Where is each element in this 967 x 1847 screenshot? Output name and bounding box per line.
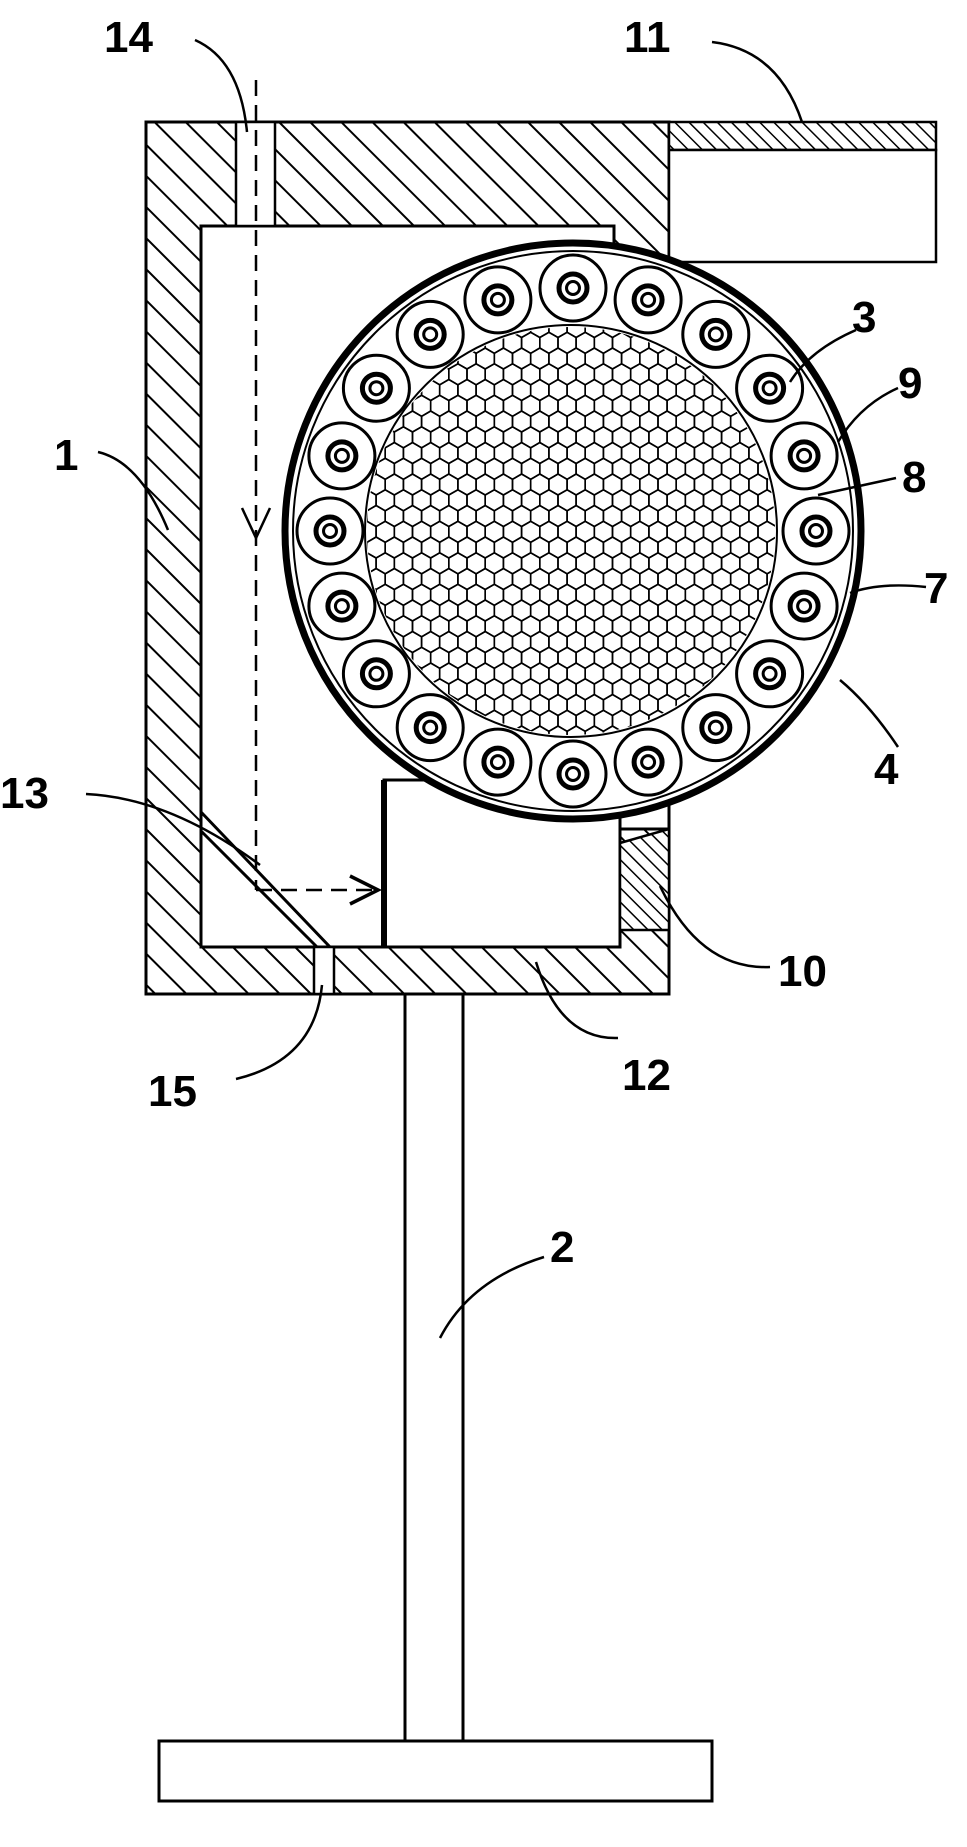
label-1: 1 [54, 431, 78, 480]
honeycomb-core [367, 327, 775, 735]
tube-bore-inner [761, 665, 778, 682]
tube-ring [295, 253, 851, 809]
cover-box [667, 148, 938, 264]
tube-bore-inner [796, 598, 813, 615]
leader-1 [97, 450, 170, 531]
tube-bore-inner [368, 665, 385, 682]
tube-bore-inner [707, 326, 724, 343]
leader-11 [711, 40, 804, 123]
label-4: 4 [874, 745, 899, 794]
leader-13 [85, 792, 261, 867]
tube-bore-inner [565, 280, 581, 296]
label-10: 10 [778, 947, 827, 996]
tube-bore-inner [565, 766, 581, 782]
tube-bore-inner [333, 447, 350, 464]
stand-base [157, 1739, 714, 1803]
leader-7 [849, 584, 927, 595]
label-13: 13 [0, 769, 49, 818]
tube-bore-inner [322, 523, 338, 539]
leader-15 [235, 984, 324, 1081]
tube-bore-inner [333, 598, 350, 615]
label-2: 2 [550, 1223, 574, 1272]
flow-arrow-down [240, 507, 272, 541]
tube-bore-inner [640, 754, 657, 771]
honeycomb-cell [766, 567, 775, 591]
label-7: 7 [924, 564, 948, 613]
cover-plate [667, 120, 938, 152]
leader-8 [817, 476, 897, 497]
leader-4 [839, 679, 900, 748]
tube-bore-inner [368, 380, 385, 397]
tube-bore-inner [640, 291, 657, 308]
honeycomb-cell [766, 473, 775, 496]
tube-bore-inner [796, 447, 813, 464]
tube-bore-inner [422, 719, 439, 736]
seal-block [618, 827, 671, 932]
stand-post [403, 992, 465, 1743]
label-11: 11 [624, 13, 671, 62]
tube-bore-inner [761, 380, 778, 397]
tube-bore-inner [707, 719, 724, 736]
baffle-plate-edge [199, 810, 332, 949]
leader-9 [836, 386, 899, 443]
tube-bore-inner [489, 754, 506, 771]
tube-bore-inner [808, 523, 824, 539]
inner-shell [292, 250, 854, 812]
label-12: 12 [622, 1051, 671, 1100]
leader-10 [658, 885, 771, 969]
outlet-port [312, 945, 336, 996]
leader-12 [534, 961, 619, 1040]
core-boundary [364, 324, 778, 738]
honeycomb-cell [766, 504, 775, 528]
label-3: 3 [852, 293, 876, 342]
label-15: 15 [148, 1067, 197, 1116]
honeycomb-cell [766, 536, 775, 559]
leader-14 [194, 38, 249, 133]
tube-bore-inner [489, 291, 506, 308]
label-9: 9 [898, 359, 922, 408]
tube-bore-inner [422, 326, 439, 343]
leader-2 [438, 1255, 545, 1339]
label-14: 14 [104, 13, 153, 62]
label-8: 8 [902, 453, 926, 502]
leader-3 [788, 328, 857, 383]
